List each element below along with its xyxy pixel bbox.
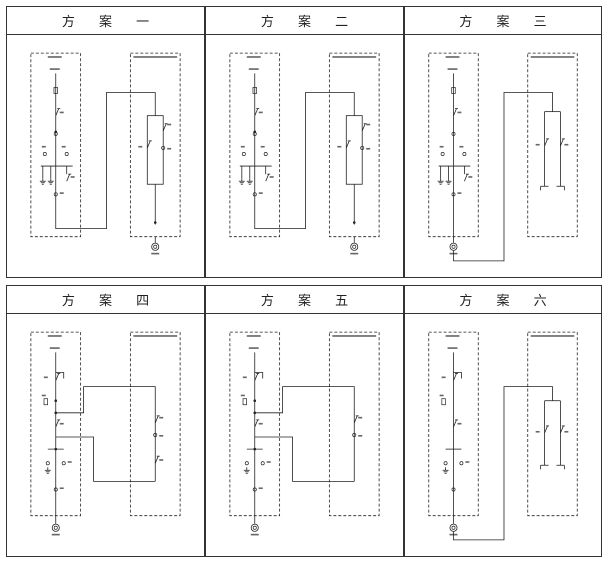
wiring-diagram: [30, 52, 181, 255]
wiring-diagram: [428, 331, 578, 541]
panel-header: 方 案 一: [7, 7, 204, 35]
scheme-title: 方 案 三: [459, 15, 557, 30]
switchgear-box: [428, 52, 479, 243]
load-unit-box: [527, 52, 578, 238]
scheme-title: 方 案 二: [260, 15, 359, 30]
wiring-diagram: [428, 52, 578, 262]
scheme-title: 方 案 五: [260, 294, 359, 309]
scheme-title: 方 案 六: [459, 294, 557, 309]
wiring-diagram: [229, 331, 380, 536]
switchgear-box: [428, 331, 479, 517]
panel-header: 方 案 二: [206, 7, 403, 35]
scheme-title: 方 案 一: [61, 15, 160, 30]
load-unit-box: [527, 331, 578, 517]
feeder-link-b: [55, 436, 156, 482]
scheme-title: 方 案 四: [61, 294, 160, 309]
switchgear-box: [30, 331, 82, 517]
feeder-link-a: [254, 386, 355, 414]
feeder-link: [254, 92, 355, 230]
switchgear-box: [30, 52, 82, 238]
scheme-6-panel: 方 案 六: [404, 285, 602, 557]
scheme-5-panel: 方 案 五: [205, 285, 404, 557]
panel-header: 方 案 四: [7, 286, 204, 314]
panel-header: 方 案 三: [405, 7, 601, 35]
load-unit-box: [328, 331, 380, 517]
feeder-link: [453, 92, 553, 262]
scheme-1-panel: 方 案 一: [6, 6, 205, 278]
wiring-diagram: [229, 52, 380, 255]
feeder-link: [55, 92, 156, 230]
switchgear-box: [229, 52, 281, 238]
load-unit-box: [328, 52, 380, 238]
scheme-3-panel: 方 案 三: [404, 6, 602, 278]
load-unit-box: [129, 331, 181, 517]
feeder-link: [453, 386, 553, 541]
load-unit-box: [129, 52, 181, 238]
panel-header: 方 案 六: [405, 286, 601, 314]
switchgear-box: [229, 331, 281, 517]
scheme-2-panel: 方 案 二: [205, 6, 404, 278]
feeder-link-a: [55, 386, 156, 414]
scheme-4-panel: 方 案 四: [6, 285, 205, 557]
feeder-link-b: [254, 436, 355, 482]
panel-header: 方 案 五: [206, 286, 403, 314]
wiring-diagram: [30, 331, 181, 536]
